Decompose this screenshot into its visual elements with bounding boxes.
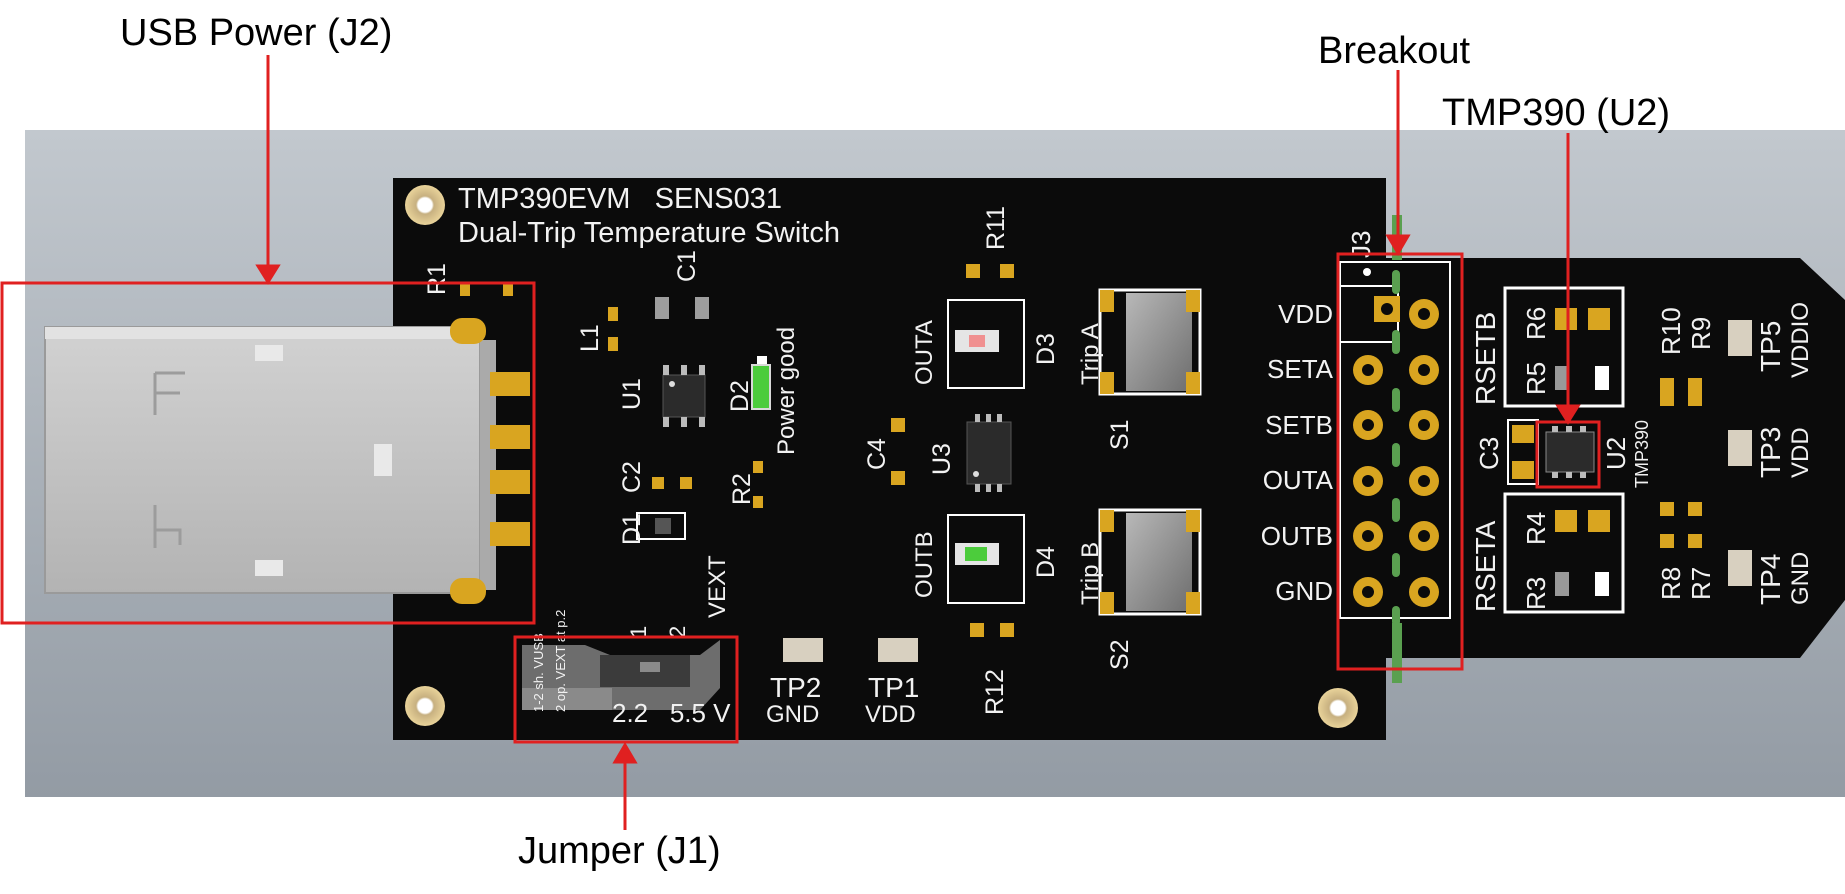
- label-d1: D1: [618, 513, 646, 545]
- smd-components: [460, 264, 1014, 637]
- label-outb: OUTB: [911, 531, 938, 598]
- j3-pin-label: GND: [1275, 576, 1333, 606]
- s1-switch: [1098, 288, 1202, 396]
- label-tp4-gnd: GND: [1787, 552, 1814, 605]
- label-j1-pin1: 1: [626, 626, 651, 638]
- usb-connector: [44, 318, 530, 604]
- label-tp1: TP1: [868, 672, 919, 703]
- label-tmp390-chip: TMP390: [1632, 420, 1652, 488]
- tp2-pad: [783, 638, 823, 662]
- label-power-good: Power good: [773, 327, 800, 455]
- callout-jumper: Jumper (J1): [518, 830, 721, 872]
- label-outa: OUTA: [911, 320, 938, 385]
- label-tp2-gnd: GND: [766, 701, 819, 728]
- j3-pin-holes: [1362, 303, 1430, 598]
- label-u2: U2: [1601, 437, 1631, 470]
- label-tp3-vdd: VDD: [1787, 427, 1814, 478]
- label-r3: R3: [1521, 577, 1551, 610]
- label-tp5: TP5: [1755, 321, 1786, 372]
- usb-power-arrow: [255, 55, 281, 285]
- label-tp2: TP2: [770, 672, 821, 703]
- label-tp4: TP4: [1755, 554, 1786, 605]
- label-j1-pin2: 2: [665, 626, 690, 638]
- u2-chip: [1545, 426, 1595, 478]
- label-r2: R2: [728, 473, 756, 505]
- label-r5: R5: [1521, 362, 1551, 395]
- label-s1: S1: [1106, 419, 1134, 450]
- label-s2: S2: [1106, 639, 1134, 670]
- j3-pin-label: OUTB: [1261, 521, 1333, 551]
- jumper-highlight-box: [513, 635, 739, 744]
- j3-pin-label: SETA: [1267, 354, 1334, 384]
- label-u1: U1: [618, 378, 646, 410]
- s2-switch: [1098, 508, 1202, 616]
- label-c2: C2: [618, 461, 646, 493]
- j3-pin-label: SETB: [1265, 410, 1333, 440]
- j3-pin-label: OUTA: [1263, 465, 1334, 495]
- label-vext: VEXT: [704, 555, 731, 618]
- label-rsetb: RSETB: [1470, 312, 1501, 405]
- label-r4: R4: [1521, 512, 1551, 545]
- label-r9: R9: [1686, 317, 1716, 350]
- mounting-holes: [405, 185, 1358, 728]
- callout-tmp390: TMP390 (U2): [1442, 92, 1671, 134]
- label-c1: C1: [673, 250, 701, 282]
- label-r6: R6: [1521, 307, 1551, 340]
- label-l1: L1: [576, 324, 604, 352]
- label-r10: R10: [1656, 307, 1686, 355]
- label-tp1-vdd: VDD: [865, 701, 916, 728]
- label-c3: C3: [1474, 437, 1504, 470]
- label-jumper-voltage: 2.2 5.5 V: [612, 698, 731, 728]
- breakout-highlight-box: [1336, 252, 1464, 671]
- label-r7: R7: [1686, 567, 1716, 600]
- label-r11: R11: [982, 206, 1010, 250]
- d1-diode: [636, 512, 686, 540]
- label-jumper-note1: 1-2 sh. VUSB: [531, 633, 546, 712]
- rseta-box: [1503, 492, 1625, 614]
- j3-break-line: [1392, 270, 1400, 626]
- j3-pin-label: VDD: [1278, 299, 1333, 329]
- label-rseta: RSETA: [1470, 520, 1501, 612]
- breakout-pcb: [1360, 258, 1845, 658]
- d2-led: [751, 356, 771, 410]
- jumper-arrow: [612, 742, 638, 830]
- label-vddio: VDDIO: [1787, 302, 1814, 378]
- d4-led: [947, 514, 1025, 604]
- label-d4: D4: [1032, 546, 1060, 578]
- label-d2: D2: [726, 380, 754, 412]
- u1-chip: [662, 365, 706, 427]
- label-r8: R8: [1656, 567, 1686, 600]
- breakout-arrow: [1385, 70, 1411, 256]
- label-trip-a: Trip A: [1077, 323, 1104, 385]
- callout-breakout: Breakout: [1318, 30, 1471, 72]
- tp1-pad: [878, 638, 918, 662]
- u3-chip: [966, 414, 1012, 492]
- d3-led: [947, 299, 1025, 389]
- label-r12: R12: [981, 669, 1009, 715]
- label-d3: D3: [1032, 333, 1060, 365]
- tmp390-arrow: [1555, 133, 1581, 425]
- j1-jumper: [522, 640, 720, 710]
- label-c4: C4: [863, 438, 891, 470]
- callout-usb-power: USB Power (J2): [120, 12, 393, 54]
- label-jumper-note2: 2 op. VEXT at p.2: [553, 610, 568, 712]
- board-subtitle: Dual-Trip Temperature Switch: [458, 217, 840, 249]
- tp3-tp5-pads: [1728, 320, 1752, 586]
- r7-r10-resistors: [1660, 378, 1702, 548]
- board-title: TMP390EVM SENS031: [458, 183, 782, 215]
- label-u3: U3: [928, 443, 956, 475]
- label-trip-b: Trip B: [1077, 542, 1104, 605]
- label-tp3: TP3: [1755, 427, 1786, 478]
- label-r1: R1: [423, 263, 451, 295]
